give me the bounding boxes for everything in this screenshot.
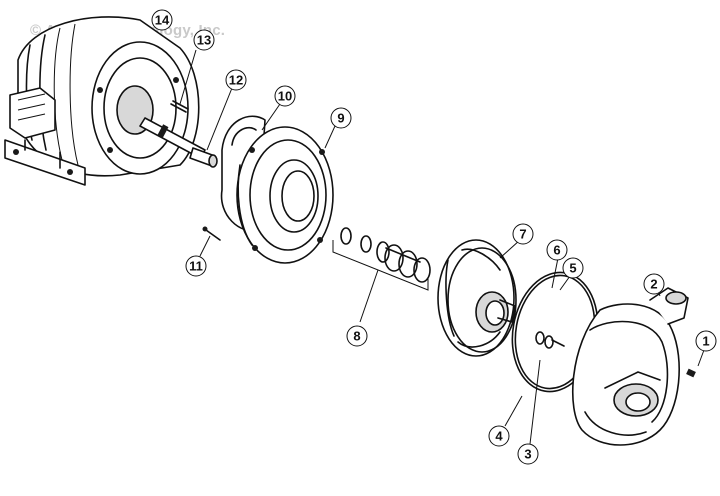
part-7-impeller [437,239,521,357]
part-11-screw [199,226,221,257]
callout-11: 11 [185,255,207,277]
callout-13: 13 [193,29,215,51]
part-8-mechanical-seal [332,227,431,323]
svg-text:12: 12 [229,73,243,88]
part-2-pump-casing [572,285,689,446]
callout-9: 9 [330,107,352,129]
svg-text:10: 10 [278,89,292,104]
part-12-shaft-sleeve [189,87,233,168]
callout-12: 12 [225,69,247,91]
svg-text:2: 2 [650,277,657,292]
callout-4: 4 [488,425,510,447]
callout-2: 2 [643,273,665,295]
part-13-key [170,49,197,113]
svg-text:8: 8 [353,329,360,344]
svg-text:1: 1 [702,334,709,349]
part-3-4-impeller-screw [504,331,565,445]
svg-text:7: 7 [519,227,526,242]
svg-text:14: 14 [155,13,170,28]
svg-text:4: 4 [495,429,503,444]
callout-14: 14 [151,9,173,31]
part-1-drain-plug [686,349,705,378]
svg-text:9: 9 [337,111,344,126]
part-14-motor [4,16,206,186]
svg-text:13: 13 [197,33,211,48]
svg-text:11: 11 [189,259,203,274]
svg-text:6: 6 [553,243,560,258]
callout-10: 10 [274,85,296,107]
callout-5: 5 [562,257,584,279]
callout-8: 8 [346,325,368,347]
callout-6: 6 [546,239,568,261]
part-9-seal-plate [236,125,336,264]
callout-3: 3 [517,443,539,465]
svg-text:3: 3 [524,447,531,462]
callout-7: 7 [512,223,534,245]
callout-1: 1 [695,330,717,352]
svg-text:5: 5 [569,261,576,276]
